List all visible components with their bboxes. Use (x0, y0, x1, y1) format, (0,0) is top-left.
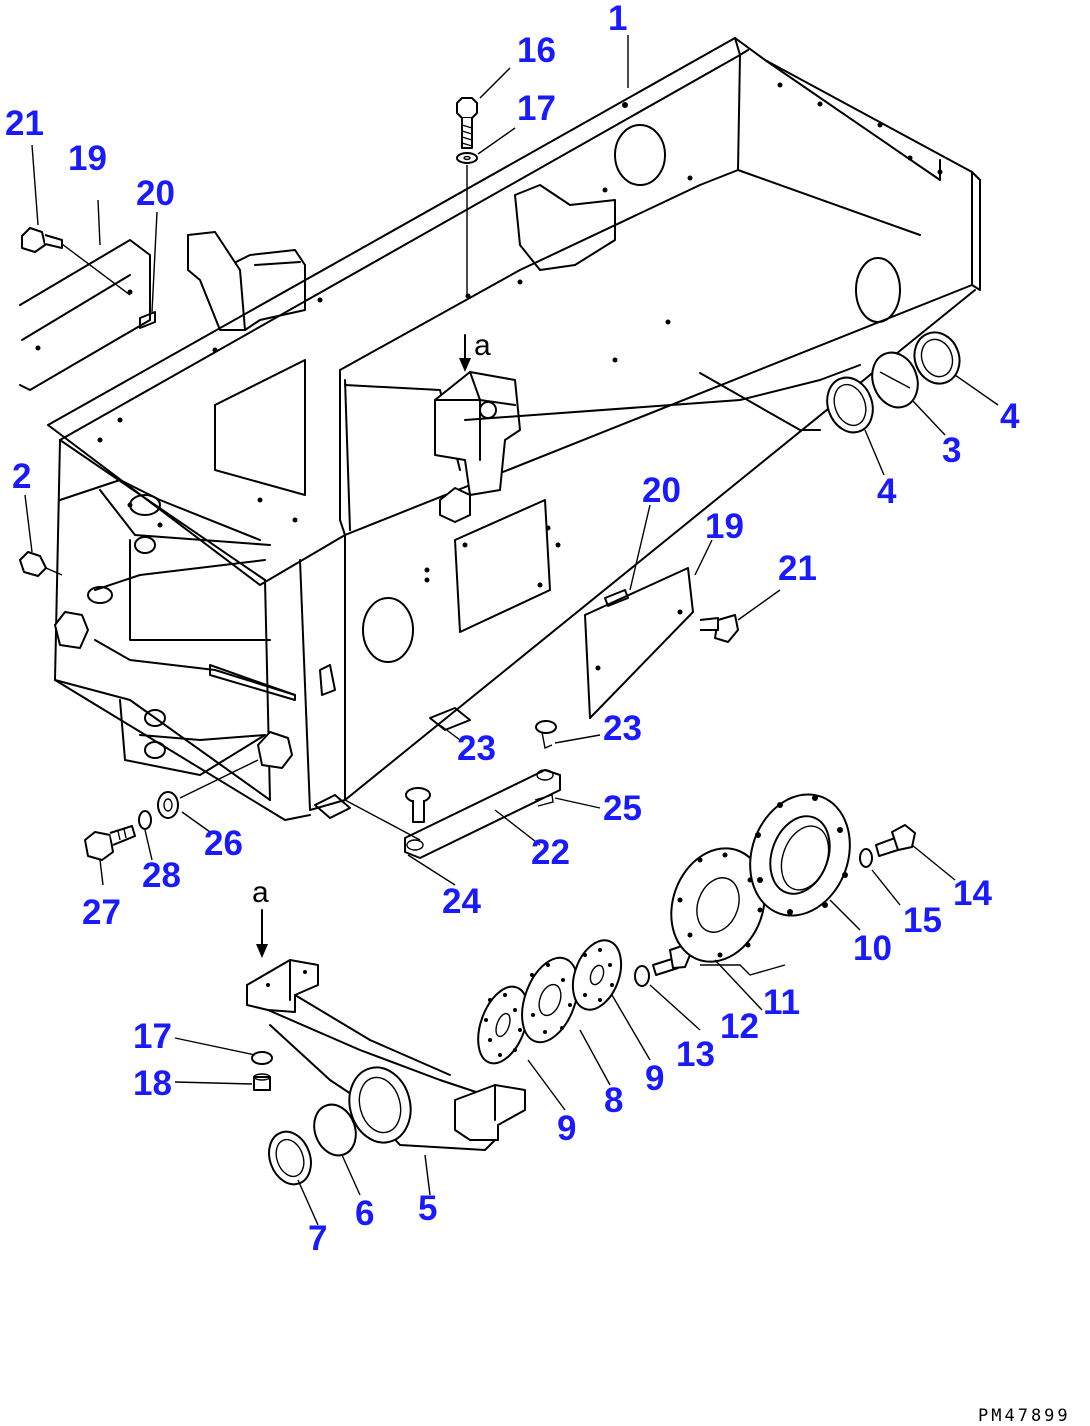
washer-28 (138, 810, 152, 830)
callout: 19 (68, 139, 107, 178)
callout: 22 (531, 833, 570, 872)
leader-link (344, 799, 421, 841)
shim-9-a (477, 985, 529, 1065)
diagram-code: PM47899 (978, 1406, 1071, 1426)
washer-13 (634, 965, 650, 987)
seal-4-front (826, 376, 874, 434)
callout: 4 (877, 472, 897, 511)
main-frame (47, 37, 981, 821)
bolt-21-left (21, 227, 131, 296)
callout: 20 (136, 174, 175, 213)
callout: 28 (142, 856, 181, 895)
callout: 23 (457, 729, 496, 768)
bolt-2-left (19, 551, 63, 577)
bolt-14 (875, 824, 916, 857)
view-marker-bottom: a (252, 876, 269, 958)
callout: 17 (517, 89, 556, 128)
bushing-18 (253, 1073, 271, 1091)
housing-10 (749, 793, 851, 917)
callout: 26 (204, 824, 243, 863)
callout: 7 (308, 1219, 327, 1258)
callout: 21 (778, 549, 817, 588)
callout: 27 (82, 893, 121, 932)
callout: 8 (604, 1081, 623, 1120)
callout: 12 (720, 1007, 759, 1046)
view-marker-label-bottom: a (252, 876, 269, 909)
callout: 15 (903, 901, 942, 940)
washer-17-bottom (251, 1051, 273, 1065)
callout: 23 (603, 709, 642, 748)
callout: 11 (763, 983, 800, 1022)
bolt-16 (456, 97, 478, 149)
axle-support-5 (246, 959, 526, 1151)
link-bar-22 (404, 769, 561, 859)
callout: 16 (517, 31, 556, 70)
callout: 5 (418, 1189, 437, 1228)
callout: 18 (133, 1064, 172, 1103)
callout: 14 (953, 874, 992, 913)
callout: 17 (133, 1017, 172, 1056)
callout: 6 (355, 1194, 374, 1233)
clip-25 (534, 794, 554, 807)
washer-17-top (456, 152, 478, 164)
cap-11 (670, 847, 766, 963)
leader-lines (24, 35, 999, 1226)
callout: 24 (442, 882, 481, 921)
bushing-6 (313, 1103, 357, 1157)
callout-numbers: 1 16 17 21 19 20 2 4 3 4 20 19 21 23 23 … (5, 0, 1020, 1258)
bolt-21-right (699, 614, 739, 643)
callout: 2 (12, 457, 31, 496)
leader-mount (179, 759, 259, 799)
callout: 1 (608, 0, 627, 38)
cover-plate-middle (454, 499, 551, 633)
bolt-27 (84, 825, 136, 861)
bushing-3 (871, 351, 919, 409)
callout: 4 (1000, 397, 1020, 436)
callout: 13 (676, 1035, 715, 1074)
seal-4-back (913, 331, 961, 385)
seal-7 (268, 1130, 312, 1186)
callout: 9 (645, 1059, 664, 1098)
cover-plate-left (19, 239, 156, 391)
view-marker-top: a (459, 329, 491, 372)
pin-23-left (405, 787, 431, 823)
washer-15 (859, 848, 873, 868)
callout: 3 (942, 431, 961, 470)
callout: 10 (853, 929, 892, 968)
pin-23-right (535, 720, 557, 749)
callout: 19 (705, 507, 744, 546)
shim-9-b (571, 939, 623, 1011)
bracket-11 (700, 964, 786, 976)
callout: 21 (5, 104, 44, 143)
shim-8 (521, 956, 579, 1044)
cover-plate-right (584, 567, 694, 719)
callout: 25 (603, 789, 642, 828)
rubber-26 (157, 791, 179, 819)
callout: 9 (557, 1109, 576, 1148)
view-marker-label-top: a (474, 329, 491, 362)
callout: 20 (642, 471, 681, 510)
